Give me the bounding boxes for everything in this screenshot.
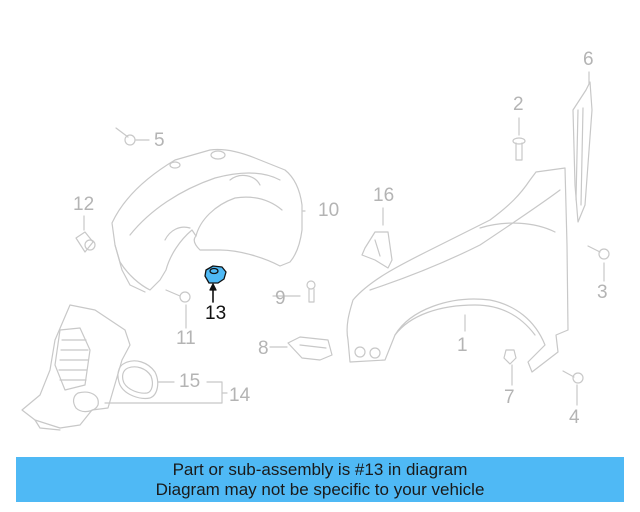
callout-1[interactable]: 1 <box>457 335 468 356</box>
part-6-bracket-icon <box>572 81 593 223</box>
part-15-seal-ring-icon <box>117 360 159 400</box>
part-4-bolt-icon <box>562 370 584 384</box>
info-banner: Part or sub-assembly is #13 in diagram D… <box>16 457 624 502</box>
callout-16[interactable]: 16 <box>373 185 395 206</box>
callout-5[interactable]: 5 <box>154 130 165 151</box>
parts-diagram: 1 2 3 4 5 6 7 8 9 10 11 12 13 14 15 16 <box>21 49 610 431</box>
callout-7[interactable]: 7 <box>504 387 515 408</box>
part-14-shield-icon <box>21 304 131 431</box>
part-5-screw-icon <box>115 127 136 146</box>
part-10-fender-liner-icon <box>111 148 303 293</box>
banner-disclaimer: Diagram may not be specific to your vehi… <box>155 480 485 499</box>
part-2-bolt-icon <box>512 137 526 161</box>
part-12-clip-icon <box>75 231 96 253</box>
part-11-screw-icon <box>165 289 191 303</box>
callout-3[interactable]: 3 <box>597 282 608 303</box>
part-8-bracket-icon <box>287 336 333 361</box>
part-1-fender-icon <box>346 167 569 373</box>
callout-15[interactable]: 15 <box>179 371 201 392</box>
part-16-bracket-icon <box>361 231 393 269</box>
parts-diagram-drawing <box>21 71 610 431</box>
callout-4[interactable]: 4 <box>569 407 580 428</box>
callout-11[interactable]: 11 <box>176 328 196 349</box>
callout-9[interactable]: 9 <box>275 288 286 309</box>
callout-10[interactable]: 10 <box>318 200 340 221</box>
callout-6[interactable]: 6 <box>583 49 594 70</box>
part-13-nut-icon <box>204 265 227 303</box>
callout-8[interactable]: 8 <box>258 338 269 359</box>
part-7-nut-icon <box>503 349 517 365</box>
callout-13-highlighted[interactable]: 13 <box>205 303 227 324</box>
callout-14[interactable]: 14 <box>229 385 251 406</box>
leader-lines <box>83 71 605 406</box>
callout-12[interactable]: 12 <box>73 194 95 215</box>
part-9-bolt-icon <box>306 280 316 303</box>
callout-2[interactable]: 2 <box>513 94 524 115</box>
banner-part-note: Part or sub-assembly is #13 in diagram <box>172 460 468 479</box>
part-3-bolt-icon <box>587 245 610 260</box>
